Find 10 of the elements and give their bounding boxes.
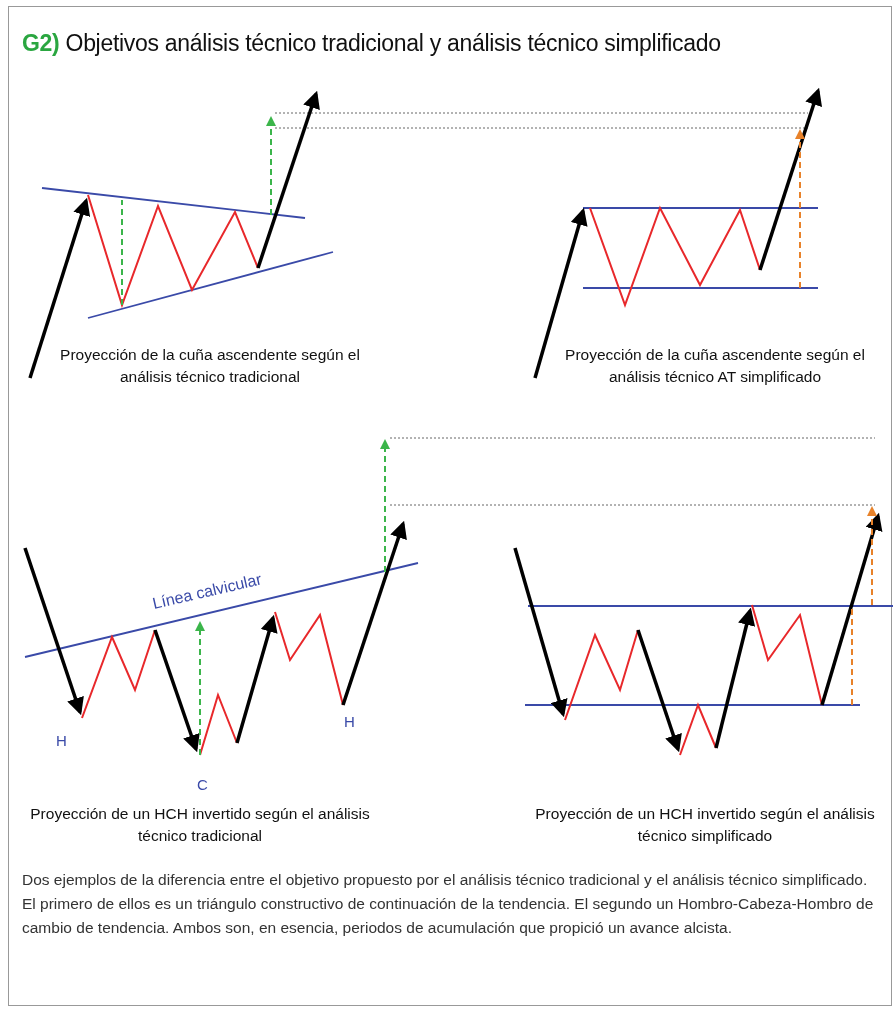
title: G2) Objetivos análisis técnico tradicional y análisis técnico simplificado [22,30,721,57]
caption-paragraph: Dos ejemplos de la diferencia entre el objetivo propuesto por el análisis técnico tradicional y el análisis técnico simplificado. El primero de ellos es un triángulo constructivo de continuación de la tendencia. El segundo un Hombro-Cabeza-Hombro de cambio de tendencia. Ambos son, en esencia, periodos de acumulación que propició un avance alcista. [22,870,875,938]
caption-text: Proyección de un HCH invertido según el análisis técnico tradicional [29,804,371,846]
line-label: Línea calvicular [150,570,264,613]
point-label: H [344,713,355,730]
point-label: C [197,776,208,793]
caption-text: Proyección de un HCH invertido según el análisis técnico simplificado [534,804,876,846]
caption-text: Proyección de la cuña ascendente según el análisis técnico tradicional [60,345,360,387]
caption-text: Proyección de la cuña ascendente según el análisis técnico AT simplificado [564,345,866,387]
point-label: H [56,732,67,749]
